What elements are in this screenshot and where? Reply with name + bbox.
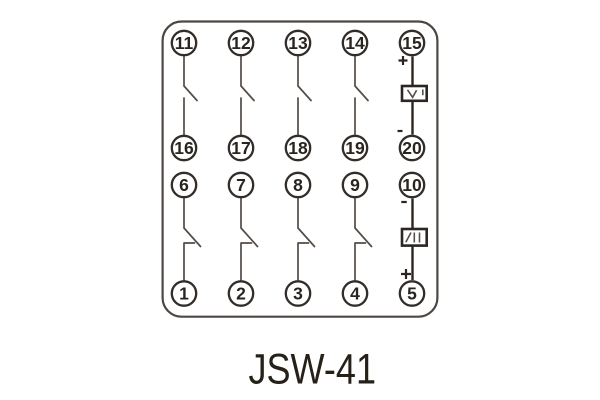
svg-text:14: 14 bbox=[345, 33, 365, 53]
svg-text:JSW-41: JSW-41 bbox=[249, 346, 377, 394]
svg-text:11: 11 bbox=[175, 33, 194, 53]
svg-text:19: 19 bbox=[345, 138, 365, 158]
svg-text:18: 18 bbox=[288, 138, 308, 158]
svg-text:10: 10 bbox=[402, 175, 422, 195]
svg-text:2: 2 bbox=[236, 284, 246, 304]
svg-text:12: 12 bbox=[231, 33, 251, 53]
svg-text:5: 5 bbox=[407, 284, 417, 304]
svg-text:6: 6 bbox=[179, 175, 189, 195]
svg-text:20: 20 bbox=[402, 138, 422, 158]
svg-text:8: 8 bbox=[293, 175, 303, 195]
svg-text:7: 7 bbox=[236, 175, 246, 195]
svg-text:3: 3 bbox=[293, 284, 303, 304]
svg-text:17: 17 bbox=[231, 138, 250, 158]
svg-text:16: 16 bbox=[174, 138, 194, 158]
svg-text:1: 1 bbox=[179, 284, 189, 304]
svg-text:9: 9 bbox=[350, 175, 360, 195]
svg-text:13: 13 bbox=[288, 33, 308, 53]
svg-text:4: 4 bbox=[350, 284, 360, 304]
svg-text:15: 15 bbox=[402, 33, 422, 53]
